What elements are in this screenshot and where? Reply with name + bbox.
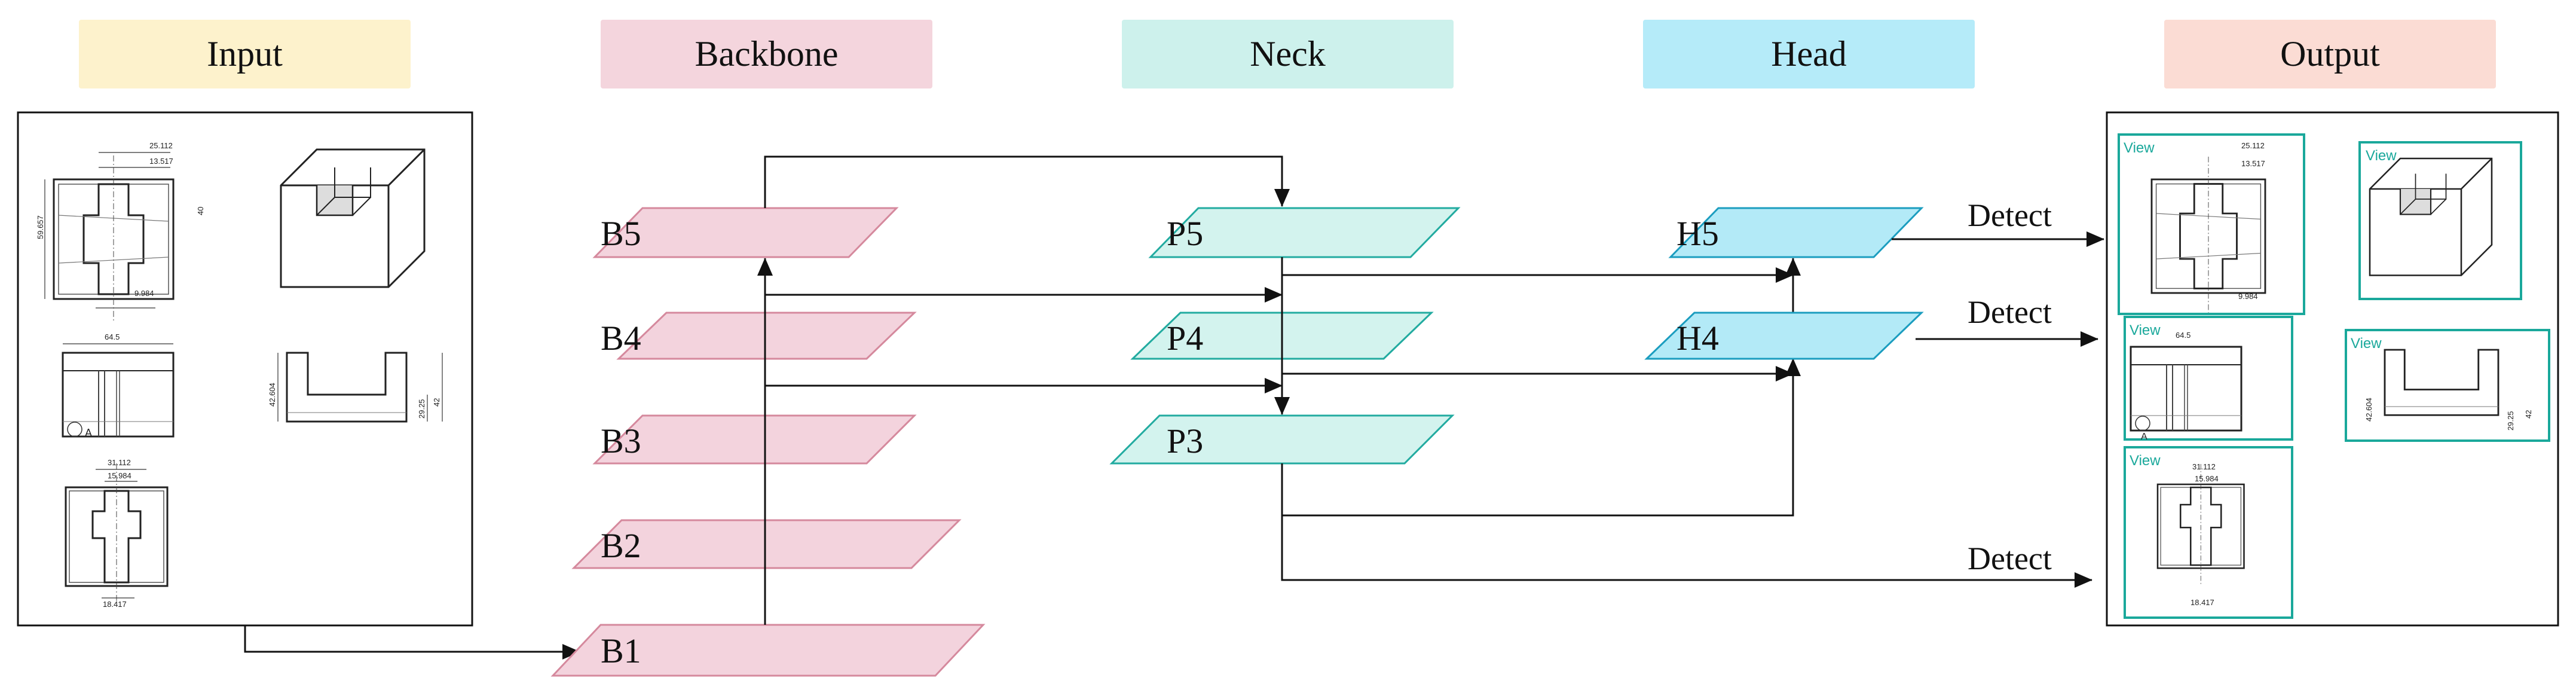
detect-label-1: Detect: [1968, 197, 2052, 233]
neck-p3: [1109, 414, 1455, 465]
out-section-marker: A: [2141, 432, 2147, 442]
dim-bottom-base: 18.417: [103, 600, 127, 609]
view-label-2: View: [2366, 148, 2397, 164]
header-head: Head: [1643, 20, 1975, 88]
backbone-b2: [571, 519, 962, 569]
label-b3: B3: [601, 422, 641, 460]
input-drawing-iso: [280, 148, 426, 288]
label-b5: B5: [601, 214, 641, 253]
out-dim-front-width: 64.5: [2176, 331, 2190, 340]
view-label-5: View: [2130, 453, 2161, 469]
detect-label-3: Detect: [1968, 541, 2052, 576]
out-dim-top-width: 25.112: [2241, 141, 2265, 150]
backbone-b5: [592, 207, 899, 258]
output-detection-iso: View: [2358, 141, 2522, 300]
out-dim-bottom-width: 9.984: [2238, 292, 2258, 301]
output-panel: [2106, 111, 2559, 627]
dim-front-width: 64.5: [105, 332, 120, 341]
dim-bottom-width: 9.984: [134, 289, 154, 298]
out-dim-side-inner: 29.25: [2506, 411, 2515, 431]
head-h5: [1668, 207, 1924, 258]
out-dim-bottom-base: 18.417: [2190, 598, 2214, 607]
dim-height-left: 59.657: [36, 215, 45, 239]
label-b1: B1: [601, 631, 641, 670]
detect-label-2: Detect: [1968, 294, 2052, 330]
backbone-b1: [550, 624, 986, 677]
dim-top-width: 25.112: [149, 141, 173, 150]
dim-side-right: 40: [196, 207, 205, 215]
view-label-1: View: [2124, 140, 2155, 156]
out-dim-mid-width: 13.517: [2241, 159, 2265, 168]
edge-p3-detect: [1281, 515, 2092, 588]
input-drawing-top: 25.112 13.517 59.657 40 9.984: [36, 141, 205, 324]
edge-b5-to-p5: [764, 155, 1290, 208]
label-b4: B4: [601, 319, 641, 358]
backbone-b4: [616, 312, 917, 360]
view-label-3: View: [2130, 322, 2161, 338]
out-dim-bottom-mid: 15.984: [2195, 474, 2219, 483]
edge-p3-to-head: [1281, 358, 1801, 517]
out-dim-bottom-top: 31.112: [2192, 462, 2216, 471]
output-detection-front: View 64.5 A: [2124, 316, 2293, 442]
header-backbone: Backbone: [601, 20, 932, 88]
edge-input-to-b1: [244, 625, 580, 660]
out-dim-side-total: 42: [2524, 410, 2533, 419]
dim-side-height: 42.604: [268, 383, 277, 407]
out-dim-side-height: 42.604: [2364, 398, 2373, 422]
dim-bottom-top: 31.112: [108, 458, 131, 467]
header-output: Output: [2164, 20, 2496, 88]
view-label-4: View: [2351, 335, 2382, 352]
head-h4: [1644, 312, 1924, 360]
label-p5: P5: [1167, 214, 1203, 253]
dim-side-total: 42: [432, 398, 441, 407]
input-drawing-bottom: 31.112 15.984 18.417: [65, 458, 169, 609]
dim-side-inner: 29.25: [417, 399, 426, 419]
dim-mid-width: 13.517: [149, 157, 173, 166]
label-h4: H4: [1676, 319, 1719, 358]
header-neck: Neck: [1122, 20, 1454, 88]
neck-p5: [1148, 207, 1461, 258]
label-b2: B2: [601, 526, 641, 565]
output-detection-bottom: View 31.112 15.984 18.417: [2124, 446, 2293, 619]
output-detection-top: View 25.112 13.517 9.984: [2118, 133, 2305, 317]
header-input: Input: [79, 20, 411, 88]
section-marker: A: [85, 427, 92, 439]
label-p3: P3: [1167, 422, 1203, 460]
input-drawing-front: 64.5 A: [62, 332, 175, 439]
label-p4: P4: [1167, 319, 1203, 358]
output-detection-side: View 42.604 29.25 42: [2345, 329, 2550, 442]
label-h5: H5: [1676, 214, 1719, 253]
input-drawing-side: 42.604 29.25 42: [268, 352, 443, 423]
backbone-b3: [592, 414, 917, 465]
dim-bottom-mid: 15.984: [108, 471, 131, 480]
